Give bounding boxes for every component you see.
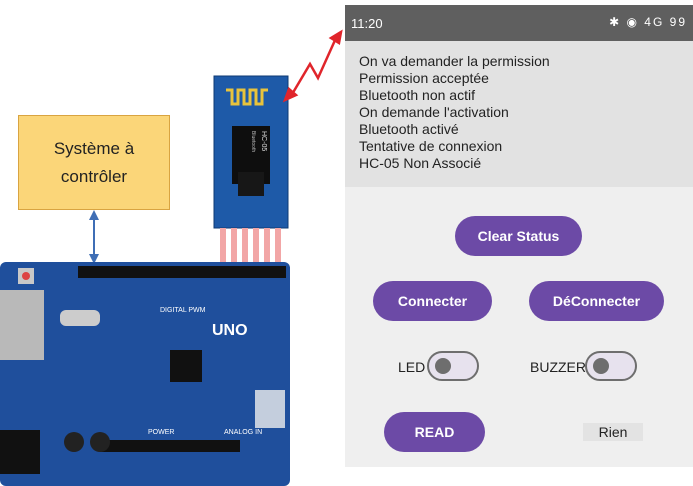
bidirectional-arrow-red (282, 29, 343, 103)
module-name: HC-05 (260, 131, 267, 151)
led-toggle-knob (435, 358, 451, 374)
status-log: On va demander la permission Permission … (345, 41, 693, 187)
read-button[interactable]: READ (384, 412, 485, 452)
log-line: Permission acceptée (359, 70, 489, 86)
disconnect-button[interactable]: DéConnecter (529, 281, 664, 321)
log-line: On demande l'activation (359, 104, 509, 120)
board-power-label: POWER (148, 429, 174, 436)
phone-screen: 11:20 ✱ ◉ 4G 99 On va demander la permis… (345, 5, 693, 467)
log-line: On va demander la permission (359, 53, 550, 69)
system-label-line2: contrôler (60, 166, 128, 186)
log-line: HC-05 Non Associé (359, 155, 482, 171)
clear-status-button[interactable]: Clear Status (455, 216, 582, 256)
log-line: Bluetooth activé (359, 121, 459, 137)
connect-button[interactable]: Connecter (373, 281, 492, 321)
system-to-control-box: Système à contrôler (18, 115, 170, 210)
buzzer-toggle-knob (593, 358, 609, 374)
hardware-diagram: HC-05 Bluetooth UNO DIGITAL PWM POWER AN… (0, 29, 343, 486)
status-icons: ✱ ◉ 4G 99 (609, 15, 687, 29)
board-analog-label: ANALOG IN (224, 429, 262, 436)
led-toggle[interactable] (427, 351, 479, 381)
read-value: Rien (583, 423, 643, 441)
arduino-uno-board: UNO DIGITAL PWM POWER ANALOG IN (0, 262, 290, 486)
board-logo: UNO (212, 322, 248, 339)
status-time: 11:20 (351, 16, 383, 31)
buzzer-toggle[interactable] (585, 351, 637, 381)
led-label: LED (398, 359, 426, 375)
module-sub: Bluetooth (250, 131, 256, 152)
system-label-line1: Système à (53, 138, 135, 158)
buzzer-label: BUZZER (530, 359, 586, 375)
bidirectional-arrow-blue (89, 210, 99, 264)
hc05-module: HC-05 Bluetooth (213, 75, 289, 262)
log-line: Tentative de connexion (359, 138, 503, 154)
status-bar: 11:20 ✱ ◉ 4G 99 (345, 5, 693, 41)
log-line: Bluetooth non actif (359, 87, 475, 103)
board-digital-label: DIGITAL PWM (160, 307, 206, 314)
